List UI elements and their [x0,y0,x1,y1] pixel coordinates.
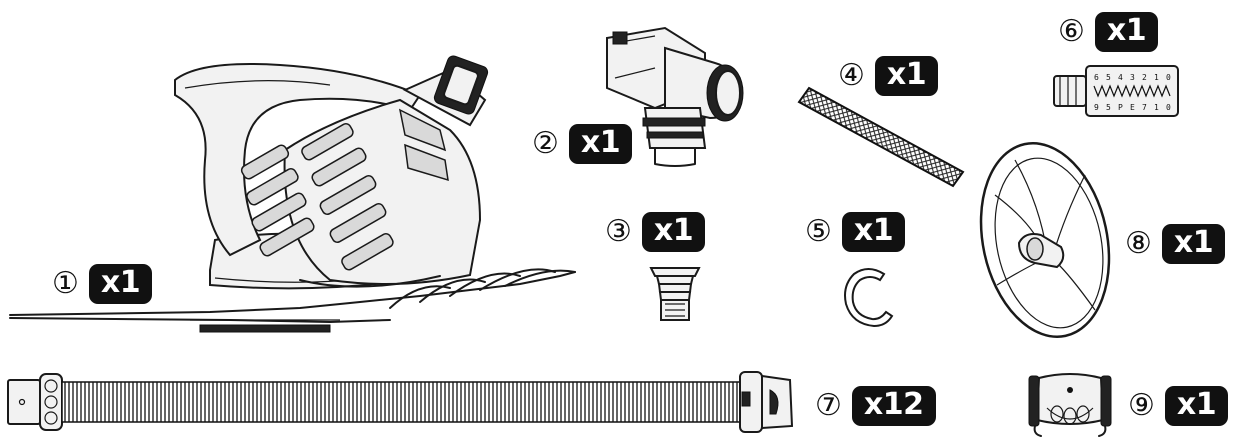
regulator-scale-digit: E [1130,103,1135,112]
regulator-scale-digit: 0 [1166,103,1171,112]
part-number: ② [532,126,559,161]
elbow-connector-icon [606,26,744,167]
regulator-scale-digit: 2 [1142,73,1147,82]
part-number: ⑨ [1128,388,1155,423]
weight-clip-icon [1028,373,1112,437]
adapter-cone-icon [649,267,701,321]
quantity-badge: x12 [851,386,936,426]
regulator-scale-digit: 6 [1094,73,1099,82]
regulator-scale-digit: 9 [1094,103,1099,112]
c-clip-icon [844,268,894,328]
hose-section-icon [7,371,794,433]
part-callout-1: ① x1 [52,264,153,304]
regulator-scale-digit: 1 [1154,103,1159,112]
part-callout-2: ② x1 [532,124,633,164]
quantity-badge: x1 [641,212,706,252]
regulator-scale-digit: P [1118,103,1123,112]
disc-deflector-icon [979,142,1111,338]
quantity-badge: x1 [841,212,906,252]
quantity-badge: x1 [1164,386,1229,426]
part-number: ⑤ [805,214,832,249]
regulator-scale-digit: 7 [1142,103,1147,112]
part-callout-7: ⑦ x12 [815,386,936,426]
quantity-badge: x1 [568,124,633,164]
part-number: ⑧ [1125,226,1152,261]
quantity-badge: x1 [874,56,939,96]
part-number: ④ [838,58,865,93]
quantity-badge: x1 [1161,224,1226,264]
part-callout-9: ⑨ x1 [1128,386,1229,426]
regulator-scale-digit: 5 [1106,73,1111,82]
regulator-scale-digit: 0 [1166,73,1171,82]
quantity-badge: x1 [88,264,153,304]
pool-cleaner-icon [9,55,576,333]
part-callout-5: ⑤ x1 [805,212,906,252]
part-number: ① [52,266,79,301]
regulator-scale-digit: 3 [1130,73,1135,82]
part-callout-8: ⑧ x1 [1125,224,1226,264]
mesh-tube-icon [797,86,965,188]
regulator-scale-digit: 4 [1118,73,1123,82]
part-callout-4: ④ x1 [838,56,939,96]
part-number: ⑦ [815,388,842,423]
part-callout-3: ③ x1 [605,212,706,252]
regulator-scale-digit: 5 [1106,103,1111,112]
part-number: ⑥ [1058,14,1085,49]
part-callout-6: ⑥ x1 [1058,12,1159,52]
part-number: ③ [605,214,632,249]
regulator-scale-digit: 1 [1154,73,1159,82]
quantity-badge: x1 [1094,12,1159,52]
